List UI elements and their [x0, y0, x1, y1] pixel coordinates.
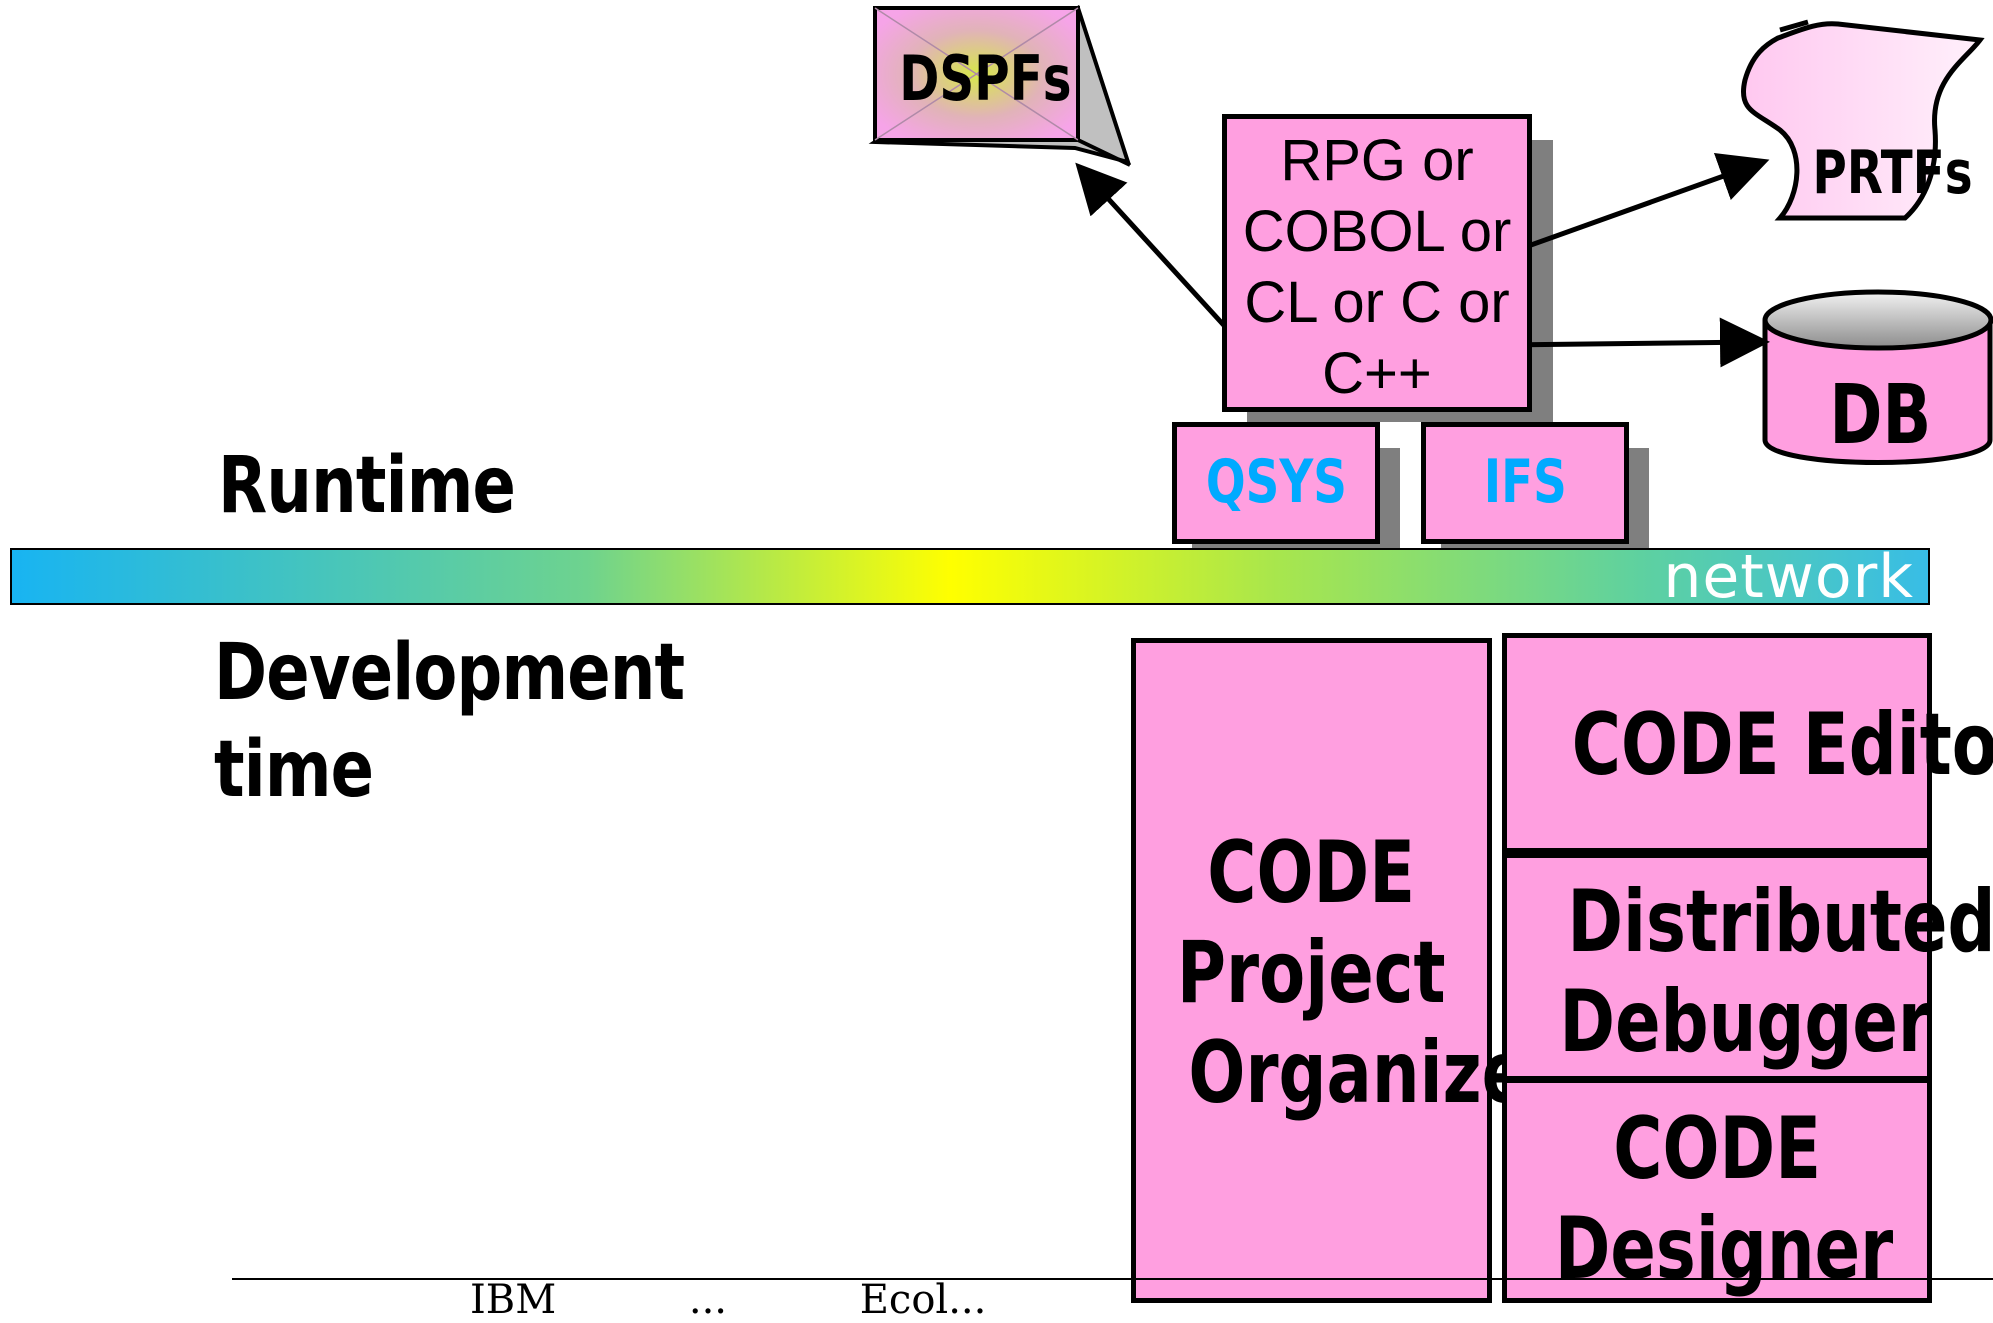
network-label: network [1663, 542, 1914, 612]
dspf-label-wrap: DSPFs [875, 42, 1078, 116]
designer-line: CODE [1613, 1099, 1821, 1199]
designer-text: CODE Designer [1507, 1099, 1927, 1299]
project-organizer-text: CODE Project Organizer [1136, 823, 1560, 1123]
db-label: DB [1829, 368, 1931, 463]
arrow-to-db [1505, 317, 1770, 368]
arrow-to-dspf [1075, 162, 1232, 334]
dspf-label: DSPFs [899, 42, 1072, 115]
development-time-label-line1: Development [214, 628, 685, 718]
project-organizer-line: Organizer [1188, 1023, 1561, 1123]
program-box: RPG or COBOL or CL or C or C++ [1222, 114, 1532, 412]
designer-line: Designer [1554, 1199, 1894, 1299]
qsys-label-wrap: QSYS [1177, 447, 1375, 517]
arrow-to-prtf [1516, 152, 1770, 253]
database-icon [1762, 289, 1993, 465]
ifs-label-wrap: IFS [1426, 447, 1624, 517]
footer-rule [232, 1278, 1993, 1280]
qsys-label: QSYS [1205, 447, 1347, 517]
code-editor-text: CODE Editor [1507, 695, 1993, 795]
code-project-organizer-box: CODE Project Organizer [1131, 638, 1560, 1303]
program-languages-text: RPG or COBOL or CL or C or C++ [1227, 125, 1527, 409]
debugger-line: Distributed [1567, 872, 1993, 972]
project-organizer-line: Project [1177, 923, 1446, 1023]
footer-text: IBM ... Ecol... [470, 1277, 987, 1323]
db-label-wrap: DB [1775, 370, 1985, 462]
debugger-line: Debugger [1559, 972, 1931, 1072]
program-line: CL or C or [1244, 270, 1510, 335]
development-time-label-line2: time [214, 725, 374, 815]
prtf-label: PRTFs [1812, 138, 1973, 208]
ifs-box: IFS [1421, 422, 1629, 544]
program-line: C++ [1322, 341, 1432, 406]
code-editor-box: CODE Editor [1502, 633, 1993, 853]
code-editor-label: CODE Editor [1571, 695, 1993, 795]
network-bar: network [10, 542, 1930, 612]
prtf-icon [1741, 19, 1985, 221]
debugger-text: Distributed Debugger [1507, 872, 1993, 1072]
project-organizer-line: CODE [1207, 823, 1416, 923]
prtf-label-wrap: PRTFs [1790, 138, 1973, 208]
dspf-icon [868, 4, 1132, 167]
runtime-label: Runtime [218, 441, 516, 531]
program-line: COBOL or [1242, 199, 1512, 264]
program-line: RPG or [1280, 128, 1474, 193]
distributed-debugger-box: Distributed Debugger [1502, 853, 1993, 1081]
qsys-box: QSYS [1172, 422, 1380, 544]
ifs-label: IFS [1483, 447, 1567, 517]
code-designer-box: CODE Designer [1502, 1078, 1932, 1303]
